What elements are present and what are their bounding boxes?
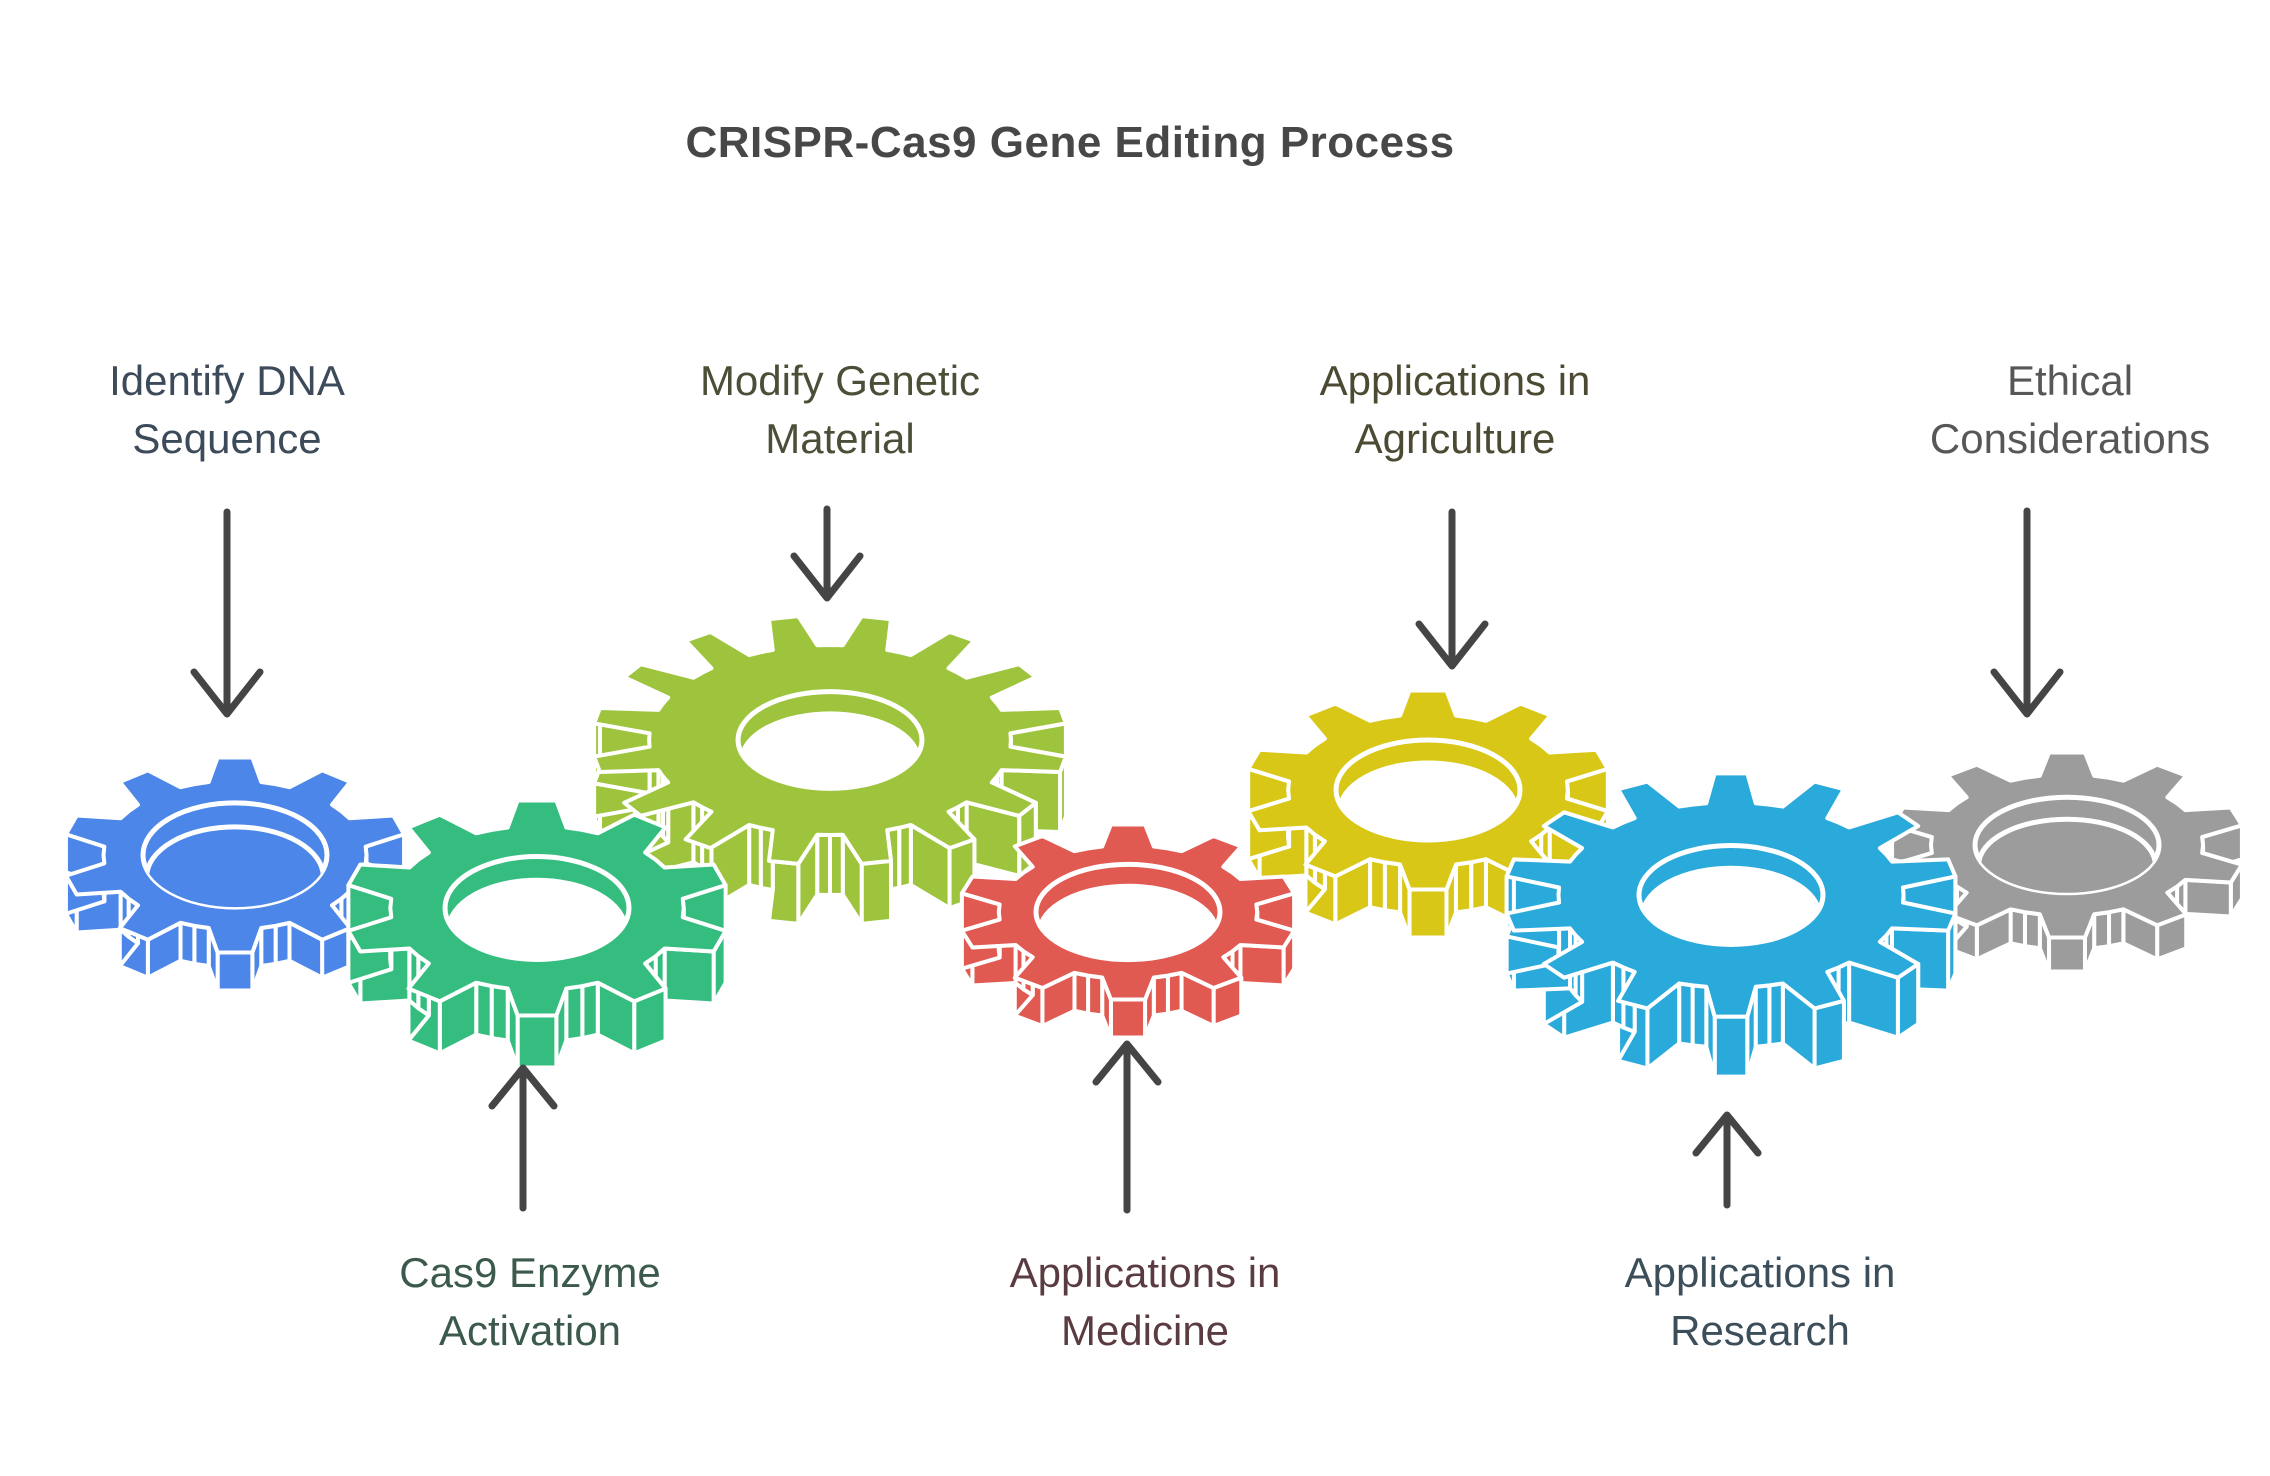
arrow-modify-genetic-material [790,505,864,602]
arrow-ethical-considerations [1990,507,2064,718]
arrow-applications-in-agriculture [1415,508,1489,670]
label-cas9-enzyme-activation: Cas9 Enzyme Activation [399,1249,661,1354]
gear-cas9-enzyme-activation [346,798,728,1070]
arrow-applications-in-research [1692,1111,1762,1209]
label-identify-dna-sequence: Identify DNA Sequence [109,357,345,462]
label-applications-in-research: Applications in Research [1624,1249,1896,1354]
label-ethical-considerations: Ethical Considerations [1929,357,2211,462]
label-applications-in-medicine: Applications in Medicine [1009,1249,1281,1354]
arrow-identify-dna-sequence [190,508,264,718]
label-applications-in-agriculture: Applications in Agriculture [1319,357,1591,462]
arrow-cas9-enzyme-activation [488,1064,558,1212]
gear-applications-in-medicine [959,822,1297,1040]
arrow-applications-in-medicine [1092,1040,1162,1214]
gear-applications-in-research [1504,771,1958,1079]
label-modify-genetic-material: Modify Genetic Material [699,357,981,462]
page-title: CRISPR-Cas9 Gene Editing Process [685,118,1455,167]
